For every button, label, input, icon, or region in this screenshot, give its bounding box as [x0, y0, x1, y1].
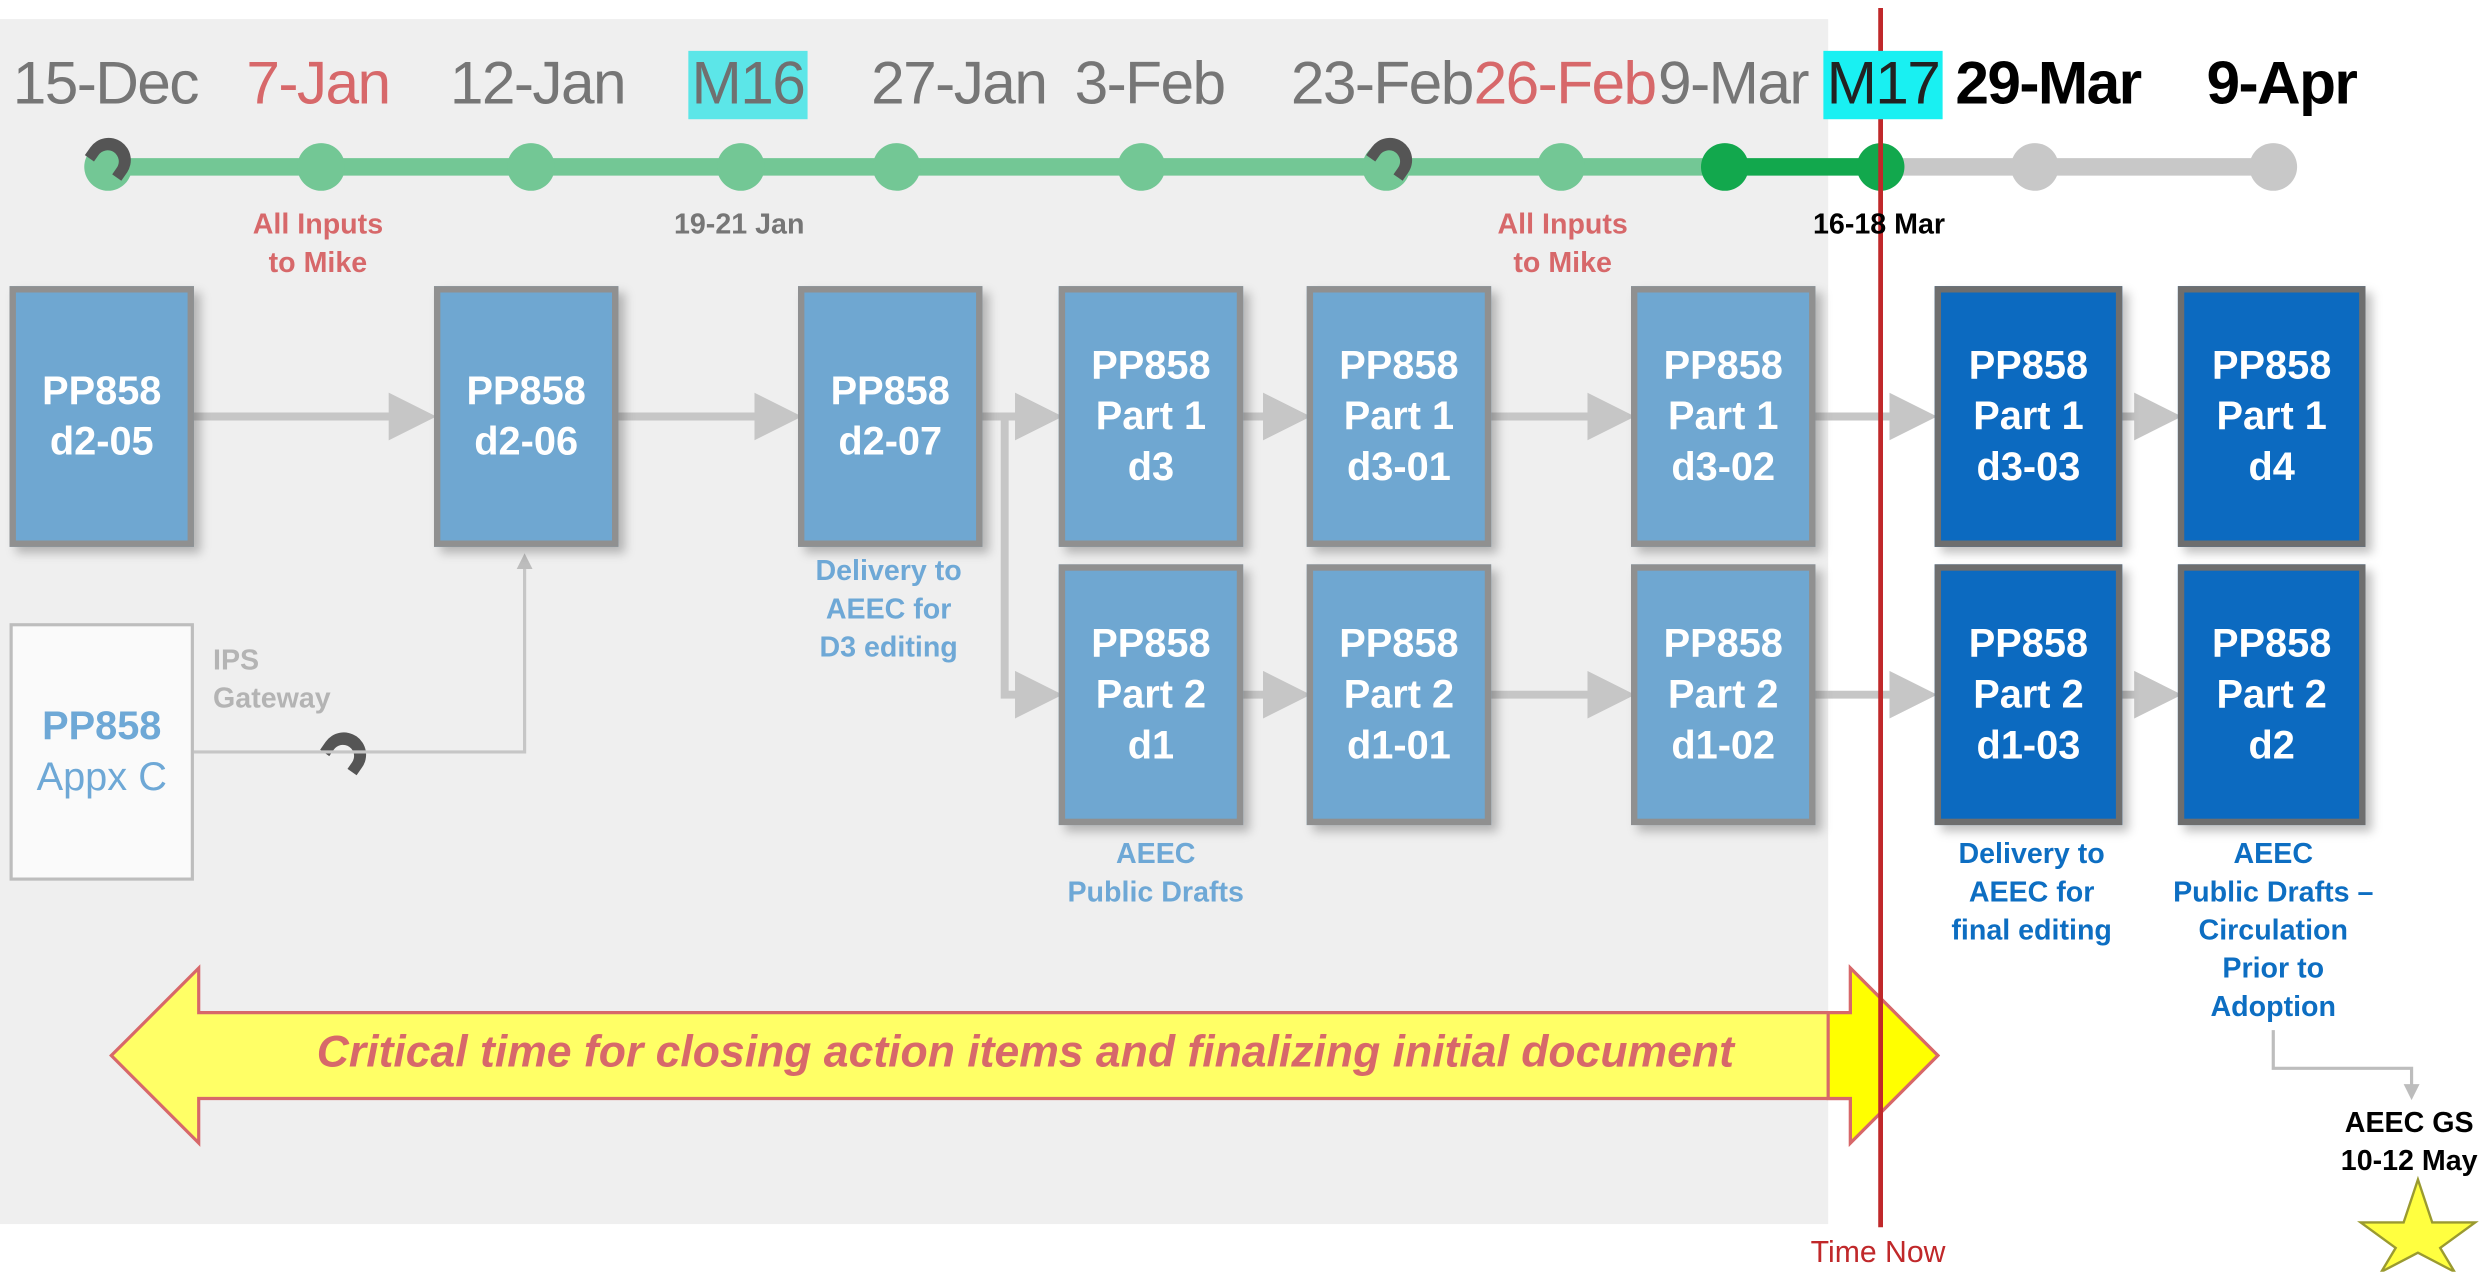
- date-m16: M16: [688, 50, 808, 120]
- banner-text: Critical time for closing action items a…: [316, 1026, 1734, 1077]
- node-26-feb: [1537, 143, 1585, 191]
- arrow-appx-d206: [193, 553, 533, 754]
- time-now-label: Time Now: [1810, 1236, 1946, 1271]
- node-m16: [716, 143, 765, 191]
- phone-icon: [1366, 137, 1413, 181]
- date-26-feb: 26-Feb: [1473, 50, 1657, 118]
- node-12-jan: [507, 143, 555, 191]
- note-inputs-feb: All Inputs to Mike: [1497, 208, 1628, 279]
- arrow-drafts-gs: [2271, 1030, 2420, 1101]
- node-7-jan: [297, 143, 345, 191]
- flow-arrows: [193, 392, 2182, 719]
- date-23-feb: 23-Feb: [1290, 50, 1474, 118]
- date-27-jan: 27-Jan: [871, 50, 1048, 118]
- date-7-jan: 7-Jan: [246, 50, 391, 118]
- date-9-apr: 9-Apr: [2206, 50, 2358, 118]
- node-9-mar: [1700, 143, 1749, 191]
- date-29-mar: 29-Mar: [1955, 50, 2142, 118]
- phone-icon: [84, 137, 131, 181]
- note-m17-dates: 16-18 Mar: [1813, 208, 1946, 241]
- timeline-nodes: [84, 143, 2298, 191]
- date-12-jan: 12-Jan: [449, 50, 627, 118]
- node-9-apr: [2249, 143, 2298, 191]
- date-15-dec: 15-Dec: [12, 50, 200, 118]
- date-m17: M17: [1823, 50, 1943, 120]
- node-3-feb: [1117, 143, 1166, 191]
- date-3-feb: 3-Feb: [1074, 50, 1226, 118]
- node-29-mar: [2010, 143, 2059, 191]
- arrow-d207-p2d1: [1000, 416, 1063, 719]
- note-inputs-jan: All Inputs to Mike: [252, 208, 384, 279]
- date-9-mar: 9-Mar: [1658, 50, 1809, 118]
- phone-icon: [320, 732, 367, 776]
- node-27-jan: [872, 143, 921, 191]
- note-m16-dates: 19-21 Jan: [673, 208, 805, 241]
- star-icon: [2357, 1175, 2479, 1272]
